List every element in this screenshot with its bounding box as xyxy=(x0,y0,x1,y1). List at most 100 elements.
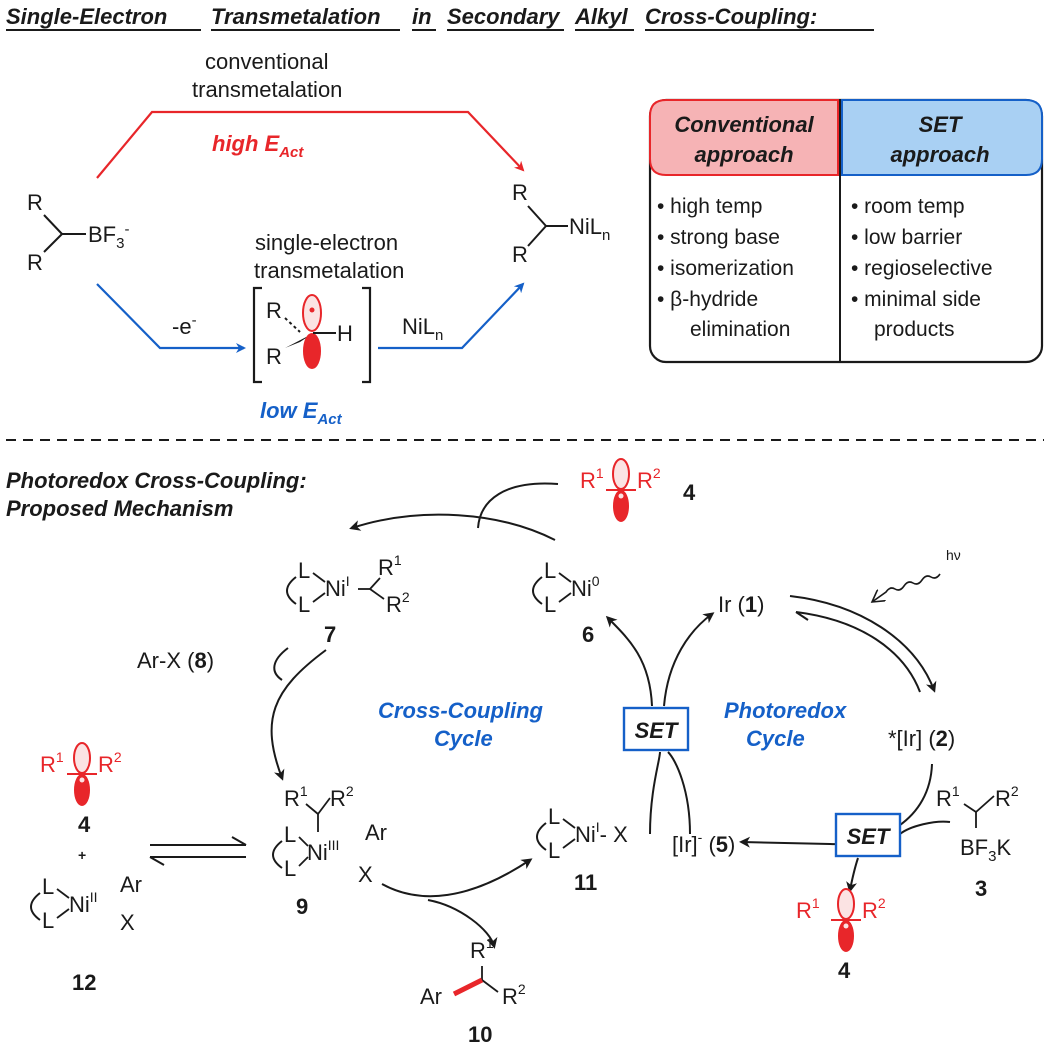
radical-r-bottom: R xyxy=(266,344,282,369)
ni0-to-ni7-arrow xyxy=(349,513,556,541)
title-word-5: Alkyl xyxy=(574,4,628,29)
compound-9-number: 9 xyxy=(296,894,308,919)
title-word-1: Single-Electron xyxy=(6,4,167,29)
radical-br-r1: R1 xyxy=(796,895,820,923)
minus-e-label: -e- xyxy=(172,312,197,339)
ir-2: *[Ir] (2) xyxy=(888,726,955,751)
set-to-radical-arrow xyxy=(846,857,859,893)
radical-4-bottom-right: R1 R2 4 xyxy=(796,888,886,983)
arx-reagent: Ar-X (8) xyxy=(137,648,214,673)
relaxation-arrow xyxy=(795,611,921,693)
hv-label: hν xyxy=(946,547,961,563)
c3-r1: R1 xyxy=(936,783,960,811)
substrate-bf3: R R BF3- xyxy=(27,190,129,275)
reductive-elimination-arrow xyxy=(381,858,533,898)
substrate-r-bottom: R xyxy=(27,250,43,275)
nil-reagent-label: NiLn xyxy=(402,314,443,344)
compound-12-number: 12 xyxy=(72,970,96,995)
new-cc-bond xyxy=(452,977,484,997)
c11-ni: NiI- X xyxy=(575,819,628,847)
photoredox-label-2: Cycle xyxy=(746,726,805,751)
set-arrow-right xyxy=(378,282,525,350)
c3-r2: R2 xyxy=(995,783,1019,811)
product-nil: R R NiLn xyxy=(512,180,610,267)
conventional-label-2: transmetalation xyxy=(192,77,342,102)
hv-wavy-arrow xyxy=(872,573,941,602)
compound-4-bottom-right: 4 xyxy=(838,958,851,983)
compound-11-number: 11 xyxy=(574,870,597,895)
comparison-table: Conventional approach SET approach • hig… xyxy=(648,98,1044,364)
ir5-to-ir1-arrow xyxy=(663,614,712,835)
set-item-4: • minimal side xyxy=(851,288,981,311)
conventional-item-5: elimination xyxy=(690,318,790,341)
compound-11: L L NiI- X 11 xyxy=(536,804,628,895)
compound-3-number: 3 xyxy=(975,876,987,901)
conventional-item-3: • isomerization xyxy=(657,257,794,280)
c6-l-top: L xyxy=(544,558,556,583)
set-arrow-left xyxy=(96,283,246,353)
p-orbital-top xyxy=(302,294,322,332)
c7-l-top: L xyxy=(298,558,310,583)
substrate-bf3-label: BF3- xyxy=(88,221,129,252)
set-label-2: transmetalation xyxy=(254,258,404,283)
compound-9: R1 R2 L L NiIII Ar X 9 xyxy=(272,783,387,919)
c12-x: X xyxy=(120,910,135,935)
title-word-4: Secondary xyxy=(447,4,561,29)
radical-left-r2: R2 xyxy=(98,749,122,777)
radical-intermediate: R R H xyxy=(252,286,372,384)
high-eact-label: high EAct xyxy=(212,131,304,161)
mechanism-title-2: Proposed Mechanism xyxy=(6,496,233,521)
c7-r2: R2 xyxy=(386,589,410,617)
set-box-center-label: SET xyxy=(635,718,679,743)
title-word-6: Cross-Coupling: xyxy=(645,4,817,29)
c9-l-top: L xyxy=(284,822,296,847)
c12-ar: Ar xyxy=(120,872,142,897)
c9-r2: R2 xyxy=(330,783,354,811)
conventional-item-2: • strong base xyxy=(657,226,780,249)
set-item-2: • low barrier xyxy=(851,226,962,249)
c7-r1: R1 xyxy=(378,552,402,580)
product-release-arrow xyxy=(427,899,498,949)
ni11-to-ni6-arrow xyxy=(608,618,661,835)
ir-1: Ir (1) xyxy=(718,592,764,617)
photoredox-label-1: Photoredox xyxy=(724,698,847,723)
c9-ar: Ar xyxy=(365,820,387,845)
top-title: Single-Electron Transmetalation in Secon… xyxy=(6,4,874,31)
product-10: R1 Ar R2 10 xyxy=(420,935,526,1047)
set-box-center xyxy=(622,706,690,752)
p10-r2: R2 xyxy=(502,981,526,1009)
c9-ni: NiIII xyxy=(307,837,339,865)
conventional-item-4: • β-hydride xyxy=(657,288,758,311)
c9-l-bottom: L xyxy=(284,856,296,881)
compound-4-left: 4 xyxy=(78,812,91,837)
conventional-header-1: Conventional xyxy=(674,112,814,137)
radical-top-r2: R2 xyxy=(637,465,661,493)
compound-3: R1 R2 BF3K 3 xyxy=(936,783,1019,901)
c9-r1: R1 xyxy=(284,783,308,811)
set-item-3: • regioselective xyxy=(851,257,993,280)
p-orbital-bottom xyxy=(303,333,321,369)
cross-coupling-label-2: Cycle xyxy=(434,726,493,751)
radical-4-top: R1 R2 4 xyxy=(580,458,696,522)
set-box-right-label: SET xyxy=(847,824,891,849)
set-item-5: products xyxy=(874,318,955,341)
low-eact-label: low EAct xyxy=(260,398,343,428)
c7-ni: NiI xyxy=(325,573,350,601)
set-header-1: SET xyxy=(919,112,963,137)
c3-to-set-line xyxy=(899,820,951,835)
equilibrium-arrows xyxy=(149,836,247,866)
set-item-1: • room temp xyxy=(851,195,965,218)
ir-5: [Ir]- (5) xyxy=(672,829,735,857)
c11-l-bottom: L xyxy=(548,838,560,863)
cross-coupling-label-1: Cross-Coupling xyxy=(378,698,544,723)
compound-7: L L NiI R1 R2 7 xyxy=(286,552,410,647)
c6-ni: Ni0 xyxy=(571,573,600,601)
conventional-item-1: • high temp xyxy=(657,195,762,218)
radical-top-r1: R1 xyxy=(580,465,604,493)
c3-bf3k: BF3K xyxy=(960,835,1011,865)
radical-br-r2: R2 xyxy=(862,895,886,923)
title-word-2: Transmetalation xyxy=(211,4,381,29)
c6-l-bottom: L xyxy=(544,592,556,617)
c12-ni: NiII xyxy=(69,889,98,917)
radical-h: H xyxy=(337,321,353,346)
